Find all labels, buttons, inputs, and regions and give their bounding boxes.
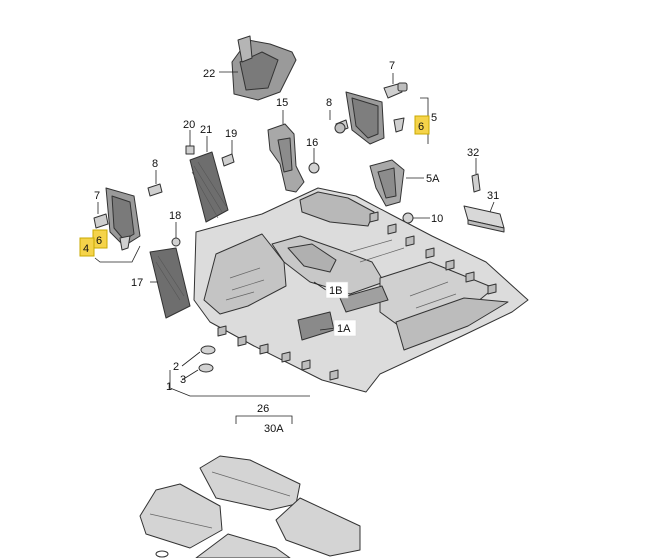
callout-20: 20 [183,119,195,131]
callout-1: 1 [166,381,172,393]
callout-21: 21 [200,124,212,136]
part-19-screw [221,153,235,167]
part-17-side-panel [149,247,191,319]
floor-mat-front-right [139,483,223,549]
part-left-trim-panel [105,187,141,247]
part-22-bracket [231,35,297,101]
part-15-bracket [267,123,305,193]
callout-1b: 1B [329,285,342,297]
part-31-cover [463,205,505,233]
part-21-heel-pad [185,145,229,223]
callout-7-left: 7 [94,190,100,202]
floor-mat-front-left [199,455,301,511]
mat-fixing-eyelet [155,550,169,558]
callout-30a: 30A [264,423,284,435]
part-5-trim-panel [345,91,385,145]
floor-mat-rear-right [195,533,291,558]
highlight-box-4 [79,237,95,257]
label-box-1a [333,319,357,337]
callout-5: 5 [431,112,437,124]
part-5a-bracket [369,159,405,207]
floor-mat-rear-left [275,497,361,557]
callout-19: 19 [225,128,237,140]
callout-5a: 5A [426,173,440,185]
part-6-clip-left [119,235,131,251]
callout-4: 4 [83,243,89,255]
part-18-nut [171,237,181,247]
highlight-box-6-upper [414,115,430,135]
callout-17: 17 [131,277,143,289]
part-8-screw-upper [334,119,349,134]
callout-18: 18 [169,210,181,222]
callout-26: 26 [257,403,269,415]
main-floor-carpet [193,187,529,393]
callout-22: 22 [203,68,215,80]
part-2-fastener [200,345,216,355]
part-6-clip-upper [393,117,405,133]
carpet-edge-clips [217,211,497,381]
callout-8-left: 8 [152,158,158,170]
callout-7-upper: 7 [389,60,395,72]
part-32-screw [471,173,481,193]
callout-32: 32 [467,147,479,159]
callout-8-upper: 8 [326,97,332,109]
label-box-1b [325,281,349,299]
part-7-clip-left [93,213,109,229]
callout-2: 2 [173,361,179,373]
callout-10: 10 [431,213,443,225]
callout-15: 15 [276,97,288,109]
callout-1a: 1A [337,323,351,335]
callout-31: 31 [487,190,499,202]
callout-6-upper: 6 [418,121,424,133]
part-16-nut [308,162,320,174]
part-8-screw-left [147,183,163,197]
callout-3: 3 [180,374,186,386]
callout-6-left: 6 [96,235,102,247]
part-7-clip-upper [383,82,408,99]
callout-16: 16 [306,137,318,149]
part-3-fastener [198,363,214,373]
